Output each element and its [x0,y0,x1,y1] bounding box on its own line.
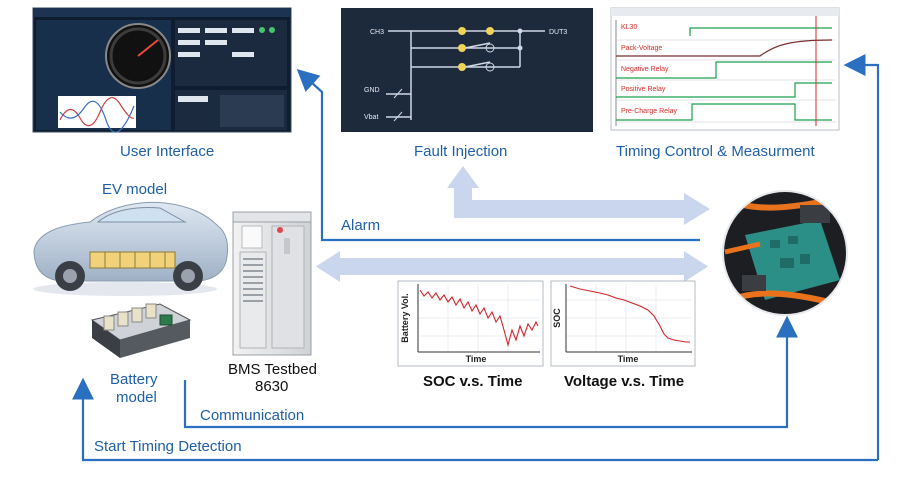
user-interface-label: User Interface [120,143,215,160]
battery-model-label-1: Battery [110,371,158,388]
bms-board-photo-icon [722,190,848,316]
soc-ylabel: SOC [552,308,562,328]
battery-model-label-2: model [116,389,157,406]
alarm-label: Alarm [341,217,381,234]
timing-signal-4: Pre-Charge Relay [621,108,678,115]
ui-screenshot-icon [32,7,292,133]
ev-car-icon [33,201,229,296]
fault-ch-out-label: DUT3 [549,29,567,36]
soc-xlabel: Time [618,354,639,364]
timing-signal-1: Pack-Voltage [621,45,662,52]
fault-injection-panel: CH3 DUT3 GND Vbat [341,8,593,132]
bms-testbed-label-1: BMS Testbed [228,361,317,378]
bms-to-board-link-arrow [316,251,708,282]
start-timing-return-line [843,54,880,460]
fault-ch-in-label: CH3 [370,29,384,36]
battery-pack-icon [90,303,192,358]
voltage-vs-time-label: Voltage v.s. Time [564,373,685,390]
soc-vs-time-label: SOC v.s. Time [423,373,523,390]
timing-control-panel: KL30 Pack-Voltage Negative Relay Positiv… [610,7,840,131]
fault-injection-label: Fault Injection [414,143,508,160]
battery-vol-series [419,289,539,348]
soc-plot: SOC Time [550,280,696,367]
ev-model-label: EV model [102,181,168,198]
timing-signal-3: Positive Relay [621,86,666,93]
bms-cabinet-icon [232,211,312,356]
communication-arrow-line [183,315,798,429]
timing-control-label: Timing Control & Measurment [616,143,815,160]
timing-signal-2: Negative Relay [621,66,669,73]
alarm-arrow-line [296,69,700,242]
bms-testbed-label-2: 8630 [255,378,289,395]
timing-signal-0: KL30 [621,24,637,31]
battery-vol-plot: Battery Vol. Time [397,280,544,367]
fault-injection-link-arrow [447,166,710,225]
soc-series [569,285,690,343]
fault-vbat-label: Vbat [364,114,378,121]
battery-vol-xlabel: Time [466,354,487,364]
battery-vol-ylabel: Battery Vol. [400,293,410,342]
start-timing-arrow-line [72,377,878,462]
communication-label: Communication [200,407,305,424]
start-timing-label: Start Timing Detection [94,438,242,455]
fault-gnd-label: GND [364,87,380,94]
